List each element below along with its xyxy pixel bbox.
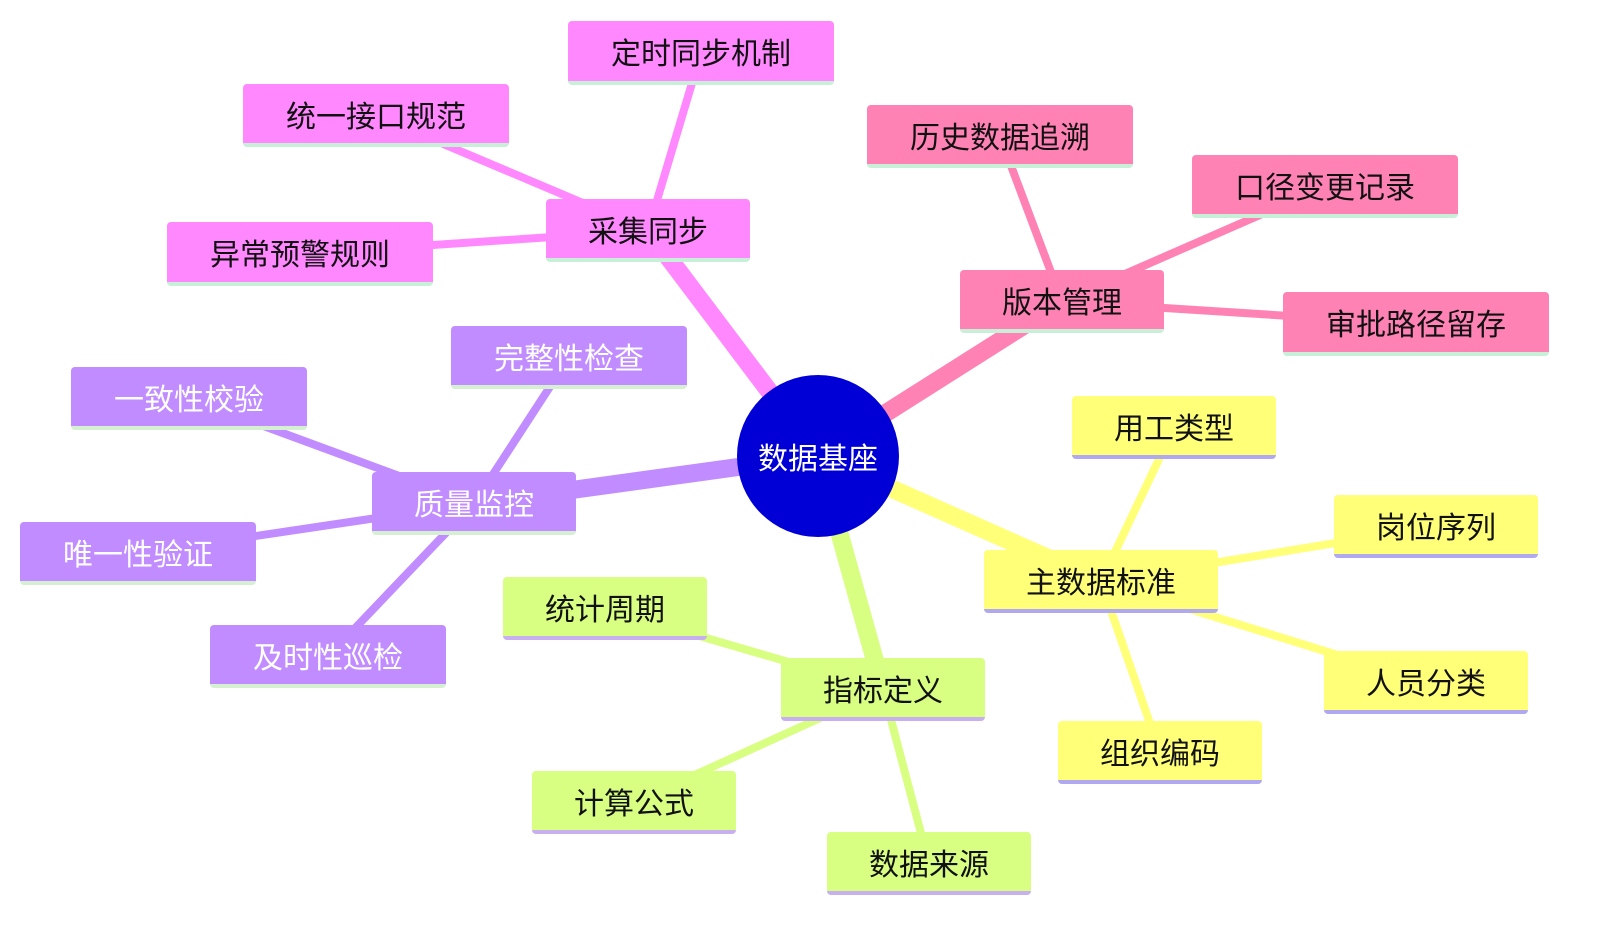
- branch-label-collect: 采集同步: [588, 214, 708, 250]
- leaf-label: 组织编码: [1100, 736, 1220, 772]
- leaf-label: 定时同步机制: [611, 37, 791, 72]
- center-node[interactable]: 数据基座: [737, 375, 899, 537]
- leaf-node[interactable]: 统一接口规范: [243, 84, 509, 147]
- leaf-label: 计算公式: [574, 786, 694, 822]
- leaf-label: 审批路径留存: [1326, 308, 1506, 343]
- branch-node-quality[interactable]: 质量监控: [372, 472, 576, 535]
- leaf-node[interactable]: 审批路径留存: [1283, 292, 1549, 356]
- leaf-node[interactable]: 历史数据追溯: [867, 105, 1133, 168]
- leaf-node[interactable]: 数据来源: [827, 832, 1031, 895]
- branch-node-version[interactable]: 版本管理: [960, 270, 1164, 333]
- branch-node-master[interactable]: 主数据标准: [984, 550, 1218, 613]
- leaf-label: 统一接口规范: [286, 99, 466, 135]
- leaf-node[interactable]: 口径变更记录: [1192, 155, 1458, 218]
- leaf-node[interactable]: 组织编码: [1058, 721, 1262, 784]
- leaf-label: 数据来源: [869, 847, 989, 883]
- leaf-label: 口径变更记录: [1235, 170, 1415, 206]
- leaf-node[interactable]: 计算公式: [532, 771, 736, 834]
- leaf-label: 用工类型: [1114, 411, 1234, 447]
- leaf-node[interactable]: 完整性检查: [451, 326, 687, 389]
- leaf-node[interactable]: 异常预警规则: [167, 222, 433, 286]
- leaf-node[interactable]: 唯一性验证: [20, 522, 256, 585]
- branch-label-version: 版本管理: [1002, 285, 1122, 321]
- branch-node-collect[interactable]: 采集同步: [546, 199, 750, 262]
- leaf-label: 及时性巡检: [253, 640, 403, 676]
- leaf-label: 人员分类: [1366, 666, 1486, 702]
- leaf-node[interactable]: 用工类型: [1072, 396, 1276, 459]
- leaf-label: 异常预警规则: [210, 238, 390, 273]
- branch-label-quality: 质量监控: [414, 487, 534, 523]
- leaf-node[interactable]: 统计周期: [503, 577, 707, 640]
- leaf-node[interactable]: 岗位序列: [1334, 495, 1538, 558]
- center-node-label: 数据基座: [758, 442, 878, 477]
- leaf-node[interactable]: 人员分类: [1324, 651, 1528, 714]
- leaf-label: 历史数据追溯: [910, 120, 1090, 156]
- leaf-node[interactable]: 一致性校验: [71, 367, 307, 430]
- leaf-node[interactable]: 定时同步机制: [568, 21, 834, 85]
- leaf-label: 一致性校验: [114, 382, 264, 418]
- leaf-label: 完整性检查: [494, 341, 644, 377]
- branch-node-metric[interactable]: 指标定义: [781, 658, 985, 721]
- branch-label-master: 主数据标准: [1026, 565, 1176, 601]
- leaf-label: 统计周期: [545, 592, 665, 628]
- leaf-node[interactable]: 及时性巡检: [210, 625, 446, 688]
- leaf-label: 岗位序列: [1376, 510, 1496, 546]
- branch-label-metric: 指标定义: [823, 673, 943, 709]
- leaf-label: 唯一性验证: [63, 537, 213, 573]
